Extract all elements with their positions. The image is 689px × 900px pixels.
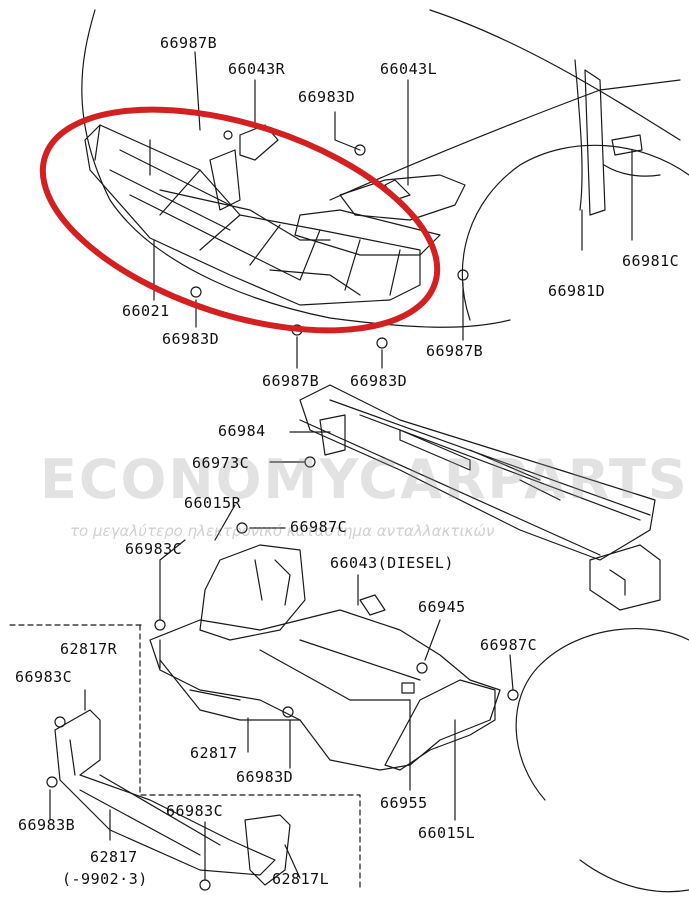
label-62817L: 62817L [272,870,330,888]
label-66015R: 66015R [184,494,242,512]
lower-trim-62817 [54,709,276,876]
label-66021: 66021 [122,302,170,320]
label-66987C-b: 66987C [480,636,538,654]
label-66015L: 66015L [418,824,476,842]
label-66984: 66984 [218,422,266,440]
label-66983C-c: 66983C [166,802,224,820]
label-66981C: 66981C [622,252,680,270]
label-66987B-c: 66987B [262,372,320,390]
label-66981D: 66981D [548,282,606,300]
lower-undercover [149,609,501,771]
label-66983D-c: 66983D [350,372,408,390]
label-66987B-a: 66987B [160,34,218,52]
front-crossmember [299,384,656,561]
label-66983D-a: 66983D [298,88,356,106]
label-62817R: 62817R [60,640,118,658]
label-66973C: 66973C [192,454,250,472]
label-9902: (-9902·3) [62,870,148,888]
label-66987B-b: 66987B [426,342,484,360]
label-66043-diesel: 66043(DIESEL) [330,554,454,572]
wheel-arch-lower [515,627,689,801]
label-66983C-b: 66983C [15,668,73,686]
label-66955: 66955 [380,794,428,812]
label-66983C-a: 66983C [125,540,183,558]
bracket-62817L [244,814,291,886]
label-62817-a: 62817 [190,744,238,762]
label-66043R: 66043R [228,60,286,78]
label-66983B: 66983B [18,816,76,834]
clip-66983D-b [190,286,202,298]
clip-66983D-a [354,144,366,156]
label-66983D-b: 66983D [162,330,220,348]
label-66945: 66945 [418,598,466,616]
wheel-arch-upper [461,144,689,321]
splash-shield-66015R [199,544,306,641]
highlight-ellipse [39,106,441,334]
watermark-title: ECONOMYCARPARTS.GR [40,448,689,511]
watermark-subtitle: το μεγαλύτερο ηλεκτρονικό κατάστημα αντα… [70,522,495,540]
label-62817-b: 62817 [90,848,138,866]
label-66987C-a: 66987C [290,518,348,536]
splash-shield-66015L [384,679,496,771]
bolt-66987B [457,269,469,281]
label-66043L: 66043L [380,60,438,78]
label-66983D-d: 66983D [236,768,294,786]
car-hood-outline [81,9,511,328]
